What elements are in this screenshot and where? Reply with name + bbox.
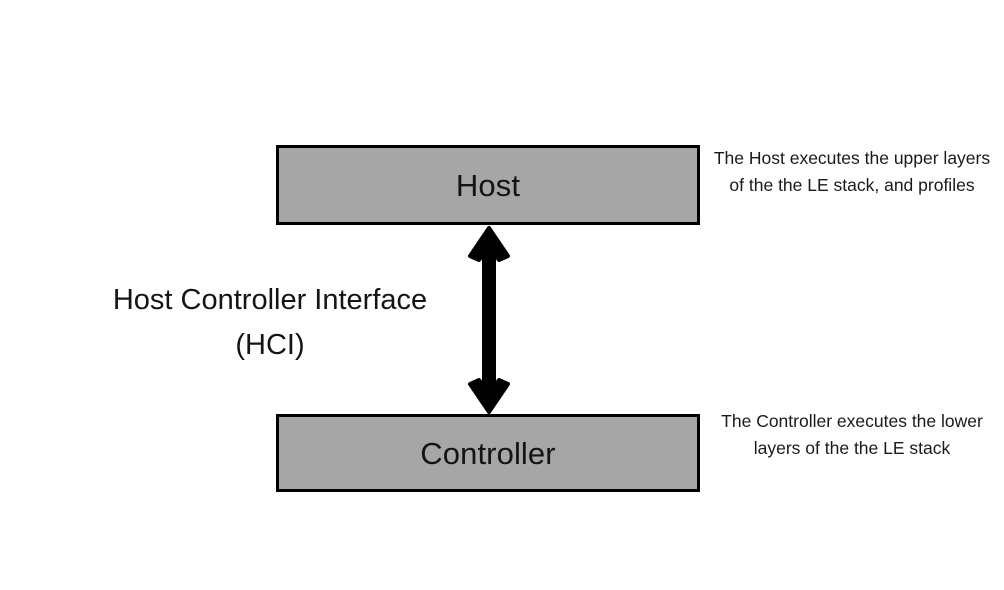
hci-caption-line-1: Host Controller Interface	[112, 284, 428, 316]
hci-double-arrow-icon	[468, 226, 510, 414]
controller-block-label: Controller	[420, 435, 556, 471]
host-annotation-text: The Host executes the upper layers of th…	[713, 148, 991, 196]
hci-interface-caption: Host Controller Interface (HCI)	[30, 278, 510, 368]
controller-block: Controller	[276, 414, 700, 492]
hci-caption-line-2: (HCI)	[235, 328, 305, 361]
host-block-label: Host	[455, 167, 521, 203]
controller-annotation-text: The Controller executes the lower layers…	[721, 411, 983, 459]
host-block: Host	[276, 145, 700, 225]
